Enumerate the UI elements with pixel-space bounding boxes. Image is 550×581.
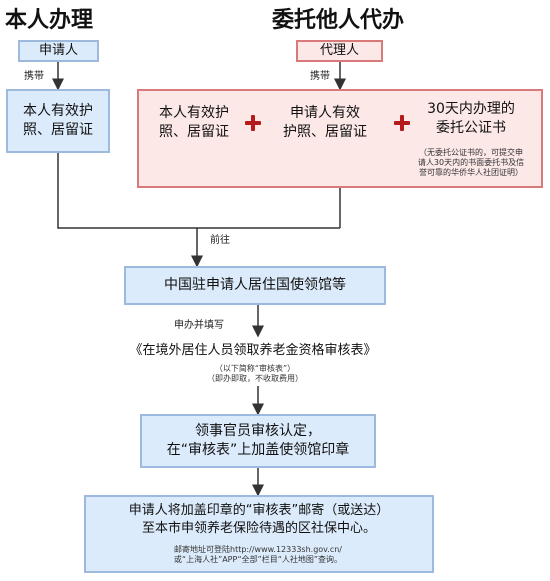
apply-fill-label: 申办并填写: [174, 320, 224, 331]
mail-main-text: 申请人将加盖印章的“审核表”邮寄（或送达） 至本市申领养老保险待遇的区社保中心。: [128, 503, 390, 536]
agent-documents-box: [137, 89, 543, 188]
form-title-box: 《在境外居住人员领取养老金资格审核表》: [98, 338, 408, 364]
agent-self-documents-text: 本人有效护 照、居留证: [159, 105, 229, 140]
self-title: 本人办理: [5, 8, 94, 33]
review-text: 领事官员审核认定， 在“审核表”上加盖使领馆印章: [166, 423, 350, 458]
consulate-box: 中国驻申请人居住国使领馆等: [124, 266, 386, 305]
applicant-box-text: 申请人: [38, 43, 78, 58]
mail-note: 邮寄地址可登陆http://www.12333sh.gov.cn/ 或“上海人社…: [173, 545, 343, 564]
form-note: （以下简称“审核表”） （即办即取，不收取费用）: [207, 364, 303, 383]
consulate-text: 中国驻申请人居住国使领馆等: [164, 277, 346, 293]
applicant-box: 申请人: [18, 40, 99, 62]
plus-icon-1: [244, 114, 262, 132]
mail-box: [84, 495, 434, 573]
plus-icon-2: [393, 114, 411, 132]
go-label: 前往: [210, 235, 230, 246]
applicant-documents-text-box: 申请人有效 护照、居留证: [270, 96, 380, 150]
notarial-note: （无委托公证书的，可提交申 请人30天内的书面委托书及信 誉可靠的华侨华人社团证…: [417, 148, 525, 177]
applicant-documents-text: 申请人有效 护照、居留证: [283, 105, 367, 140]
review-box: 领事官员审核认定， 在“审核表”上加盖使领馆印章: [140, 414, 376, 468]
carry-left-label: 携带: [24, 71, 44, 82]
connector-merge-to-consulate: [57, 153, 340, 229]
self-documents-box: 本人有效护 照、居留证: [6, 89, 110, 153]
mail-main-text-box: 申请人将加盖印章的“审核表”邮寄（或送达） 至本市申领养老保险待遇的区社保中心。: [98, 501, 420, 539]
agent-self-documents-text-box: 本人有效护 照、居留证: [142, 96, 246, 150]
notarial-text: 30天内办理的 委托公证书: [427, 101, 515, 136]
agent-title: 委托他人代办: [272, 8, 405, 33]
carry-right-label: 携带: [310, 71, 330, 82]
agent-box: 代理人: [296, 40, 383, 62]
self-documents-text: 本人有效护 照、居留证: [23, 103, 93, 138]
notarial-box: 30天内办理的 委托公证书: [408, 96, 534, 142]
agent-box-text: 代理人: [319, 43, 359, 58]
form-title: 《在境外居住人员领取养老金资格审核表》: [129, 343, 377, 358]
